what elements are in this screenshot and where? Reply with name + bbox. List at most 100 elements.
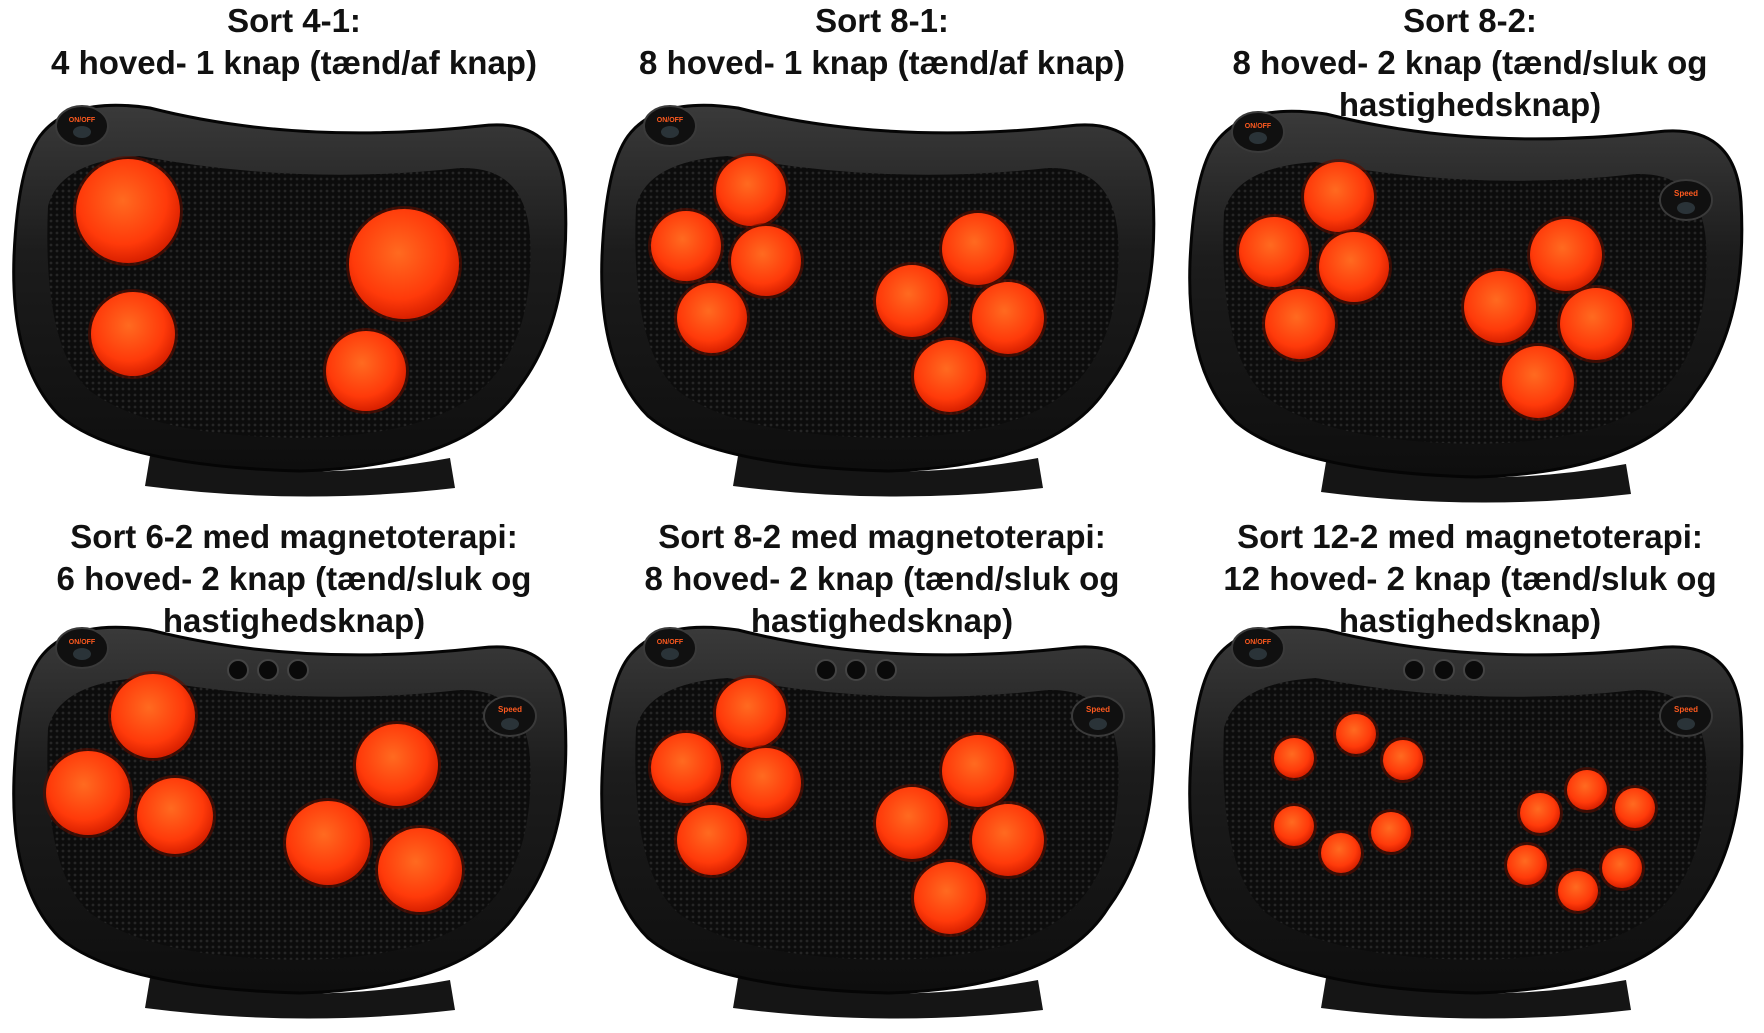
massage-node (731, 226, 801, 296)
pillow-image: ON/OFF Speed (0, 608, 588, 1028)
mode-button[interactable] (1403, 659, 1425, 681)
massage-node (731, 748, 801, 818)
power-button-label: ON/OFF (1245, 123, 1272, 130)
pillow-image: ON/OFF Speed (1176, 608, 1764, 1028)
massage-node (286, 801, 370, 885)
massage-node (1567, 770, 1607, 810)
product-caption: Sort 8-2 med magnetoterapi: 8 hoved- 2 kn… (588, 516, 1176, 642)
massage-node (1502, 346, 1574, 418)
pillow-image: ON/OFF Speed (588, 608, 1176, 1028)
speed-button[interactable]: Speed (1659, 179, 1713, 221)
massage-node (1321, 833, 1361, 873)
massage-node (1507, 845, 1547, 885)
massage-node (1383, 740, 1423, 780)
product-caption: Sort 6-2 med magnetoterapi: 6 hoved- 2 kn… (0, 516, 588, 642)
power-button-label: ON/OFF (657, 117, 684, 124)
pillow-strap (145, 456, 455, 497)
speed-button-label: Speed (498, 705, 522, 714)
mode-button[interactable] (815, 659, 837, 681)
massage-node (1464, 271, 1536, 343)
product-card-sort-12-2-magnet: Sort 12-2 med magnetoterapi:12 hoved- 2 … (1176, 516, 1764, 1032)
mode-button[interactable] (1433, 659, 1455, 681)
massage-node (1560, 288, 1632, 360)
massage-node (46, 751, 130, 835)
massage-node (1520, 793, 1560, 833)
power-button[interactable]: ON/OFF (55, 105, 109, 147)
pillow-strap (733, 978, 1043, 1019)
product-card-sort-8-2-magnet: Sort 8-2 med magnetoterapi: 8 hoved- 2 kn… (588, 516, 1176, 1032)
product-card-sort-4-1: Sort 4-1:4 hoved- 1 knap (tænd/af knap) O… (0, 0, 588, 516)
pillow-illustration: ON/OFF Speed (1188, 625, 1744, 1019)
massage-node (111, 674, 195, 758)
massage-node (914, 340, 986, 412)
massage-node (651, 211, 721, 281)
product-description-line: 8 hoved- 1 knap (tænd/af knap) (639, 44, 1125, 81)
massage-node (1319, 232, 1389, 302)
power-button[interactable]: ON/OFF (643, 627, 697, 669)
massage-node (1615, 788, 1655, 828)
mode-button[interactable] (287, 659, 309, 681)
product-caption: Sort 8-1: 8 hoved- 1 knap (tænd/af knap) (588, 0, 1176, 84)
massage-node (1336, 714, 1376, 754)
product-description-line: 4 hoved- 1 knap (tænd/af knap) (51, 44, 537, 81)
massage-node (1371, 812, 1411, 852)
massage-node (1274, 806, 1314, 846)
massage-node (1274, 738, 1314, 778)
product-description-line: 8 hoved- 2 knap (tænd/sluk og (644, 560, 1120, 597)
massage-node (1239, 217, 1309, 287)
power-button-label: ON/OFF (69, 639, 96, 646)
mode-button[interactable] (845, 659, 867, 681)
speed-button-label: Speed (1086, 705, 1110, 714)
power-button[interactable]: ON/OFF (643, 105, 697, 147)
massage-node (326, 331, 406, 411)
massage-node (349, 209, 459, 319)
mode-button[interactable] (227, 659, 249, 681)
massage-node (1558, 871, 1598, 911)
pillow-strap (145, 978, 455, 1019)
product-title: Sort 6-2 med magnetoterapi: (70, 518, 518, 555)
product-description-line: 8 hoved- 2 knap (tænd/sluk og (1232, 44, 1708, 81)
pillow-illustration: ON/OFF Speed (1188, 109, 1744, 503)
product-title: Sort 8-1: (815, 2, 949, 39)
power-button[interactable]: ON/OFF (1231, 627, 1285, 669)
massage-node (942, 213, 1014, 285)
power-button[interactable]: ON/OFF (55, 627, 109, 669)
massage-node (876, 265, 948, 337)
speed-button-label: Speed (1674, 189, 1698, 198)
massage-node (651, 733, 721, 803)
massage-node (76, 159, 180, 263)
product-description-line: hastighedsknap) (162, 602, 426, 639)
massage-node (378, 828, 462, 912)
mode-button[interactable] (257, 659, 279, 681)
massage-node (942, 735, 1014, 807)
speed-button[interactable]: Speed (1659, 695, 1713, 737)
massage-node (677, 805, 747, 875)
pillow-image: ON/OFF (0, 86, 588, 506)
power-button-label: ON/OFF (1245, 639, 1272, 646)
power-button[interactable]: ON/OFF (1231, 111, 1285, 153)
massage-node (716, 678, 786, 748)
massage-node (876, 787, 948, 859)
massage-node (91, 292, 175, 376)
pillow-illustration: ON/OFF (12, 103, 568, 497)
product-title: Sort 8-2: (1403, 2, 1537, 39)
mode-button[interactable] (1463, 659, 1485, 681)
massage-node (137, 778, 213, 854)
mode-button[interactable] (875, 659, 897, 681)
pillow-strap (1321, 978, 1631, 1019)
pillow-illustration: ON/OFF Speed (12, 625, 568, 1019)
speed-button[interactable]: Speed (483, 695, 537, 737)
massage-node (1530, 219, 1602, 291)
product-title: Sort 8-2 med magnetoterapi: (658, 518, 1106, 555)
pillow-image: ON/OFF (588, 86, 1176, 506)
product-title: Sort 12-2 med magnetoterapi: (1237, 518, 1703, 555)
product-description-line: 6 hoved- 2 knap (tænd/sluk og (56, 560, 532, 597)
product-caption: Sort 4-1:4 hoved- 1 knap (tænd/af knap) (0, 0, 588, 84)
power-button-label: ON/OFF (657, 639, 684, 646)
pillow-illustration: ON/OFF Speed (600, 625, 1156, 1019)
product-card-sort-8-1: Sort 8-1: 8 hoved- 1 knap (tænd/af knap) O… (588, 0, 1176, 516)
speed-button[interactable]: Speed (1071, 695, 1125, 737)
speed-button-label: Speed (1674, 705, 1698, 714)
